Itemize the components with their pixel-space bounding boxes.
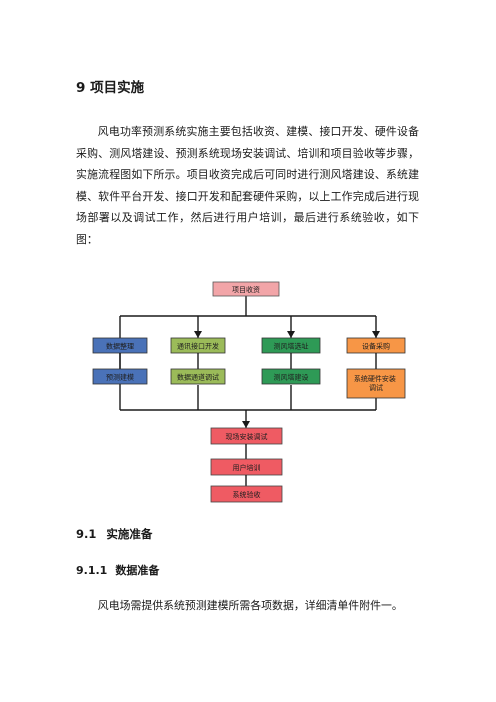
heading-number: 9 xyxy=(76,80,86,96)
node-prediction-modeling: 预测建模 xyxy=(106,373,134,382)
heading-title: 项目实施 xyxy=(90,80,145,96)
column-tower: 测风塔选址 测风塔建设 xyxy=(261,337,321,385)
column-interface: 通讯接口开发 数据通道调试 xyxy=(170,337,226,385)
section-9-1: 9.1 实施准备 xyxy=(76,526,152,542)
subsection-9-1-1: 9.1.1 数据准备 xyxy=(76,563,159,579)
subsection-title: 数据准备 xyxy=(115,564,160,577)
hw-line-2: 调试 xyxy=(369,383,383,392)
section-number: 9.1 xyxy=(76,527,97,541)
closing-paragraph: 风电场需提供系统预测建模所需各项数据，详细清单件附件一。 xyxy=(97,599,403,612)
node-channel-debug: 数据通道调试 xyxy=(177,373,219,382)
column-data: 数据整理 预测建模 xyxy=(92,337,148,385)
flow-arrows xyxy=(194,331,380,428)
node-tower-construction: 测风塔建设 xyxy=(274,373,309,382)
heading-9: 9 项目实施 xyxy=(76,79,144,97)
sequence-nodes: 现场安装调试 用户培训 系统验收 xyxy=(210,427,283,503)
column-procurement: 设备采购 系统硬件安装 调试 xyxy=(346,337,406,399)
node-user-training: 用户培训 xyxy=(233,463,261,472)
node-onsite-install: 现场安装调试 xyxy=(226,432,268,441)
start-node: 项目收资 xyxy=(212,281,280,297)
node-hardware-install: 系统硬件安装 调试 xyxy=(354,374,398,392)
start-label: 项目收资 xyxy=(232,285,260,294)
node-equipment-procurement: 设备采购 xyxy=(362,342,390,351)
section-title: 实施准备 xyxy=(106,527,153,541)
hw-line-1: 系统硬件安装 xyxy=(354,374,396,383)
subsection-number: 9.1.1 xyxy=(76,564,108,577)
flow-connectors xyxy=(119,296,377,428)
intro-paragraph: 风电功率预测系统实施主要包括收资、建模、接口开发、硬件设备采购、测风塔建设、预测… xyxy=(76,125,419,246)
node-interface-dev: 通讯接口开发 xyxy=(177,342,219,351)
node-data-organize: 数据整理 xyxy=(106,342,134,351)
node-system-acceptance: 系统验收 xyxy=(233,490,261,499)
node-tower-siting: 测风塔选址 xyxy=(274,342,309,351)
